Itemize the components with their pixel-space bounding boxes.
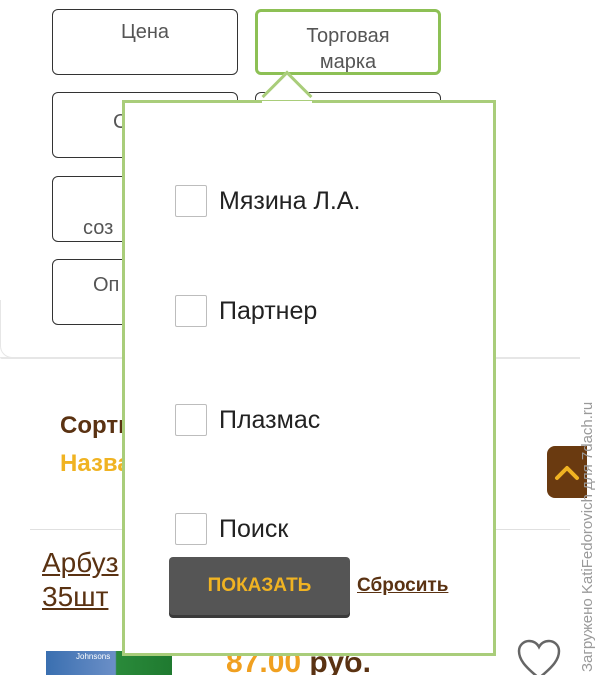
option-item[interactable]: Мязина Л.А. [175, 181, 360, 221]
option-label: Поиск [219, 514, 289, 543]
product-title-link[interactable]: Арбуз 35шт [42, 547, 119, 612]
option-item[interactable]: Поиск [175, 509, 288, 548]
sort-label: Сорти [60, 412, 133, 439]
option-checkbox[interactable] [175, 513, 207, 545]
brand-filter-popup: Мязина Л.А. Партнер Плазмас Поиск ПОКАЗА… [122, 100, 496, 656]
option-checkbox[interactable] [175, 295, 207, 327]
filter-price-button[interactable]: Цена [52, 9, 238, 75]
chevron-up-icon [555, 466, 579, 480]
popup-pointer-cover [262, 101, 312, 117]
filter-brand-label: Торговая марка [306, 25, 390, 73]
show-button[interactable]: ПОКАЗАТЬ [169, 557, 350, 615]
heart-icon[interactable] [516, 638, 562, 675]
reset-link[interactable]: Сбросить [357, 575, 449, 596]
option-label: Плазмас [219, 405, 321, 434]
option-checkbox[interactable] [175, 404, 207, 436]
panel-edge [0, 300, 12, 358]
filter-price-label: Цена [120, 21, 170, 43]
option-label: Партнер [219, 296, 318, 325]
option-checkbox[interactable] [175, 185, 207, 217]
sort-value[interactable]: Назва [60, 450, 131, 477]
option-item[interactable]: Плазмас [175, 400, 320, 440]
filter-brand-button[interactable]: Торговая марка [255, 9, 441, 75]
option-item[interactable]: Партнер [175, 291, 317, 331]
watermark: Загружено KatiFedorovich для 7dach.ru [579, 401, 596, 672]
scroll-top-button[interactable] [547, 446, 587, 498]
option-label: Мязина Л.А. [219, 186, 361, 215]
brand-options-list[interactable]: Мязина Л.А. Партнер Плазмас Поиск [125, 103, 493, 548]
